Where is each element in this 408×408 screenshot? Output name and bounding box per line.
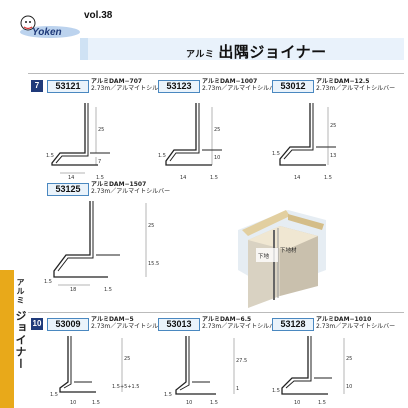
profile-drawing-53012: 25 13 14 1.5 1.5 xyxy=(272,103,336,181)
dim-d: 1.5 xyxy=(158,153,166,159)
dim-a: 15.5 xyxy=(148,261,159,267)
sidebar-title: アルミ ジョイナー xyxy=(14,278,28,370)
product-code: 53128 xyxy=(272,318,314,331)
section-number: 10 xyxy=(31,318,43,330)
dim-b: 10 xyxy=(294,400,300,406)
dim-d: 1.5 xyxy=(164,392,172,398)
dim-b: 10 xyxy=(70,400,76,406)
dim-b: 14 xyxy=(180,175,186,181)
dim-b: 14 xyxy=(68,175,74,181)
title-main: 出隅ジョイナー xyxy=(218,43,327,61)
profile-drawing-53125: 25 15.5 18 1.5 1.5 xyxy=(44,201,159,293)
illustration-label-2: 下地材 xyxy=(280,246,297,254)
dim-a: 10 xyxy=(346,384,352,390)
title-band xyxy=(80,38,404,60)
dim-b: 14 xyxy=(294,175,300,181)
dim-c: 1.5 xyxy=(324,175,332,181)
volume-label: vol.38 xyxy=(84,10,113,21)
dim-b: 18 xyxy=(70,287,76,293)
dim-height: 25 xyxy=(98,127,104,133)
illustration-label-1: 下地 xyxy=(258,252,270,260)
dim-c: 1.5 xyxy=(318,400,326,406)
product-code: 53123 xyxy=(158,80,200,93)
product-code: 53009 xyxy=(47,318,89,331)
dim-d: 1.5 xyxy=(272,151,280,157)
divider xyxy=(28,73,404,74)
product-code: 53013 xyxy=(158,318,200,331)
dim-c: 1.5 xyxy=(104,287,112,293)
dim-height: 25 xyxy=(148,223,154,229)
section-number: 7 xyxy=(31,80,43,92)
dim-a: 10 xyxy=(214,155,220,161)
profile-drawing-53121: 25 7 14 1.5 1.5 xyxy=(46,103,110,181)
dim-height: 27.5 xyxy=(236,358,247,364)
dim-a: 13 xyxy=(330,153,336,159)
dim-height: 25 xyxy=(214,127,220,133)
profile-drawing-53123: 25 10 14 1.5 1.5 xyxy=(158,103,222,181)
dim-c: 1.5 xyxy=(92,400,100,406)
divider xyxy=(28,312,404,313)
dim-height: 25 xyxy=(346,356,352,362)
logo-text: Yoken xyxy=(32,27,62,38)
sidebar-small: アルミ xyxy=(16,278,25,305)
dim-b: 10 xyxy=(186,400,192,406)
dim-d: 1.5 xyxy=(50,392,58,398)
sidebar-bar xyxy=(0,270,14,408)
dim-a: 1.5+5+1.5 xyxy=(112,384,139,390)
product-code: 53012 xyxy=(272,80,314,93)
sidebar-large: ジョイナー xyxy=(14,309,27,370)
profile-drawing-53009: 25 1.5+5+1.5 10 1.5 1.5 xyxy=(50,336,139,406)
profile-drawing-53013: 27.5 1 10 1.5 1.5 xyxy=(164,336,247,406)
dim-a: 7 xyxy=(98,159,101,165)
page-title: アルミ出隅ジョイナー xyxy=(186,41,327,62)
dim-c: 1.5 xyxy=(96,175,104,181)
dim-height: 25 xyxy=(330,123,336,129)
dim-c: 1.5 xyxy=(210,400,218,406)
product-code: 53125 xyxy=(47,183,89,196)
dim-height: 25 xyxy=(124,356,130,362)
product-code: 53121 xyxy=(47,80,89,93)
installation-illustration: 下地 下地材 xyxy=(238,210,326,308)
dim-d: 1.5 xyxy=(46,153,54,159)
title-small: アルミ xyxy=(186,50,215,60)
yoken-logo: Yoken xyxy=(20,15,80,38)
profile-drawing-53128: 25 10 10 1.5 1.5 xyxy=(272,336,352,406)
dim-d: 1.5 xyxy=(44,279,52,285)
dim-a: 1 xyxy=(236,386,239,392)
dim-d: 1.5 xyxy=(272,388,280,394)
dim-c: 1.5 xyxy=(210,175,218,181)
